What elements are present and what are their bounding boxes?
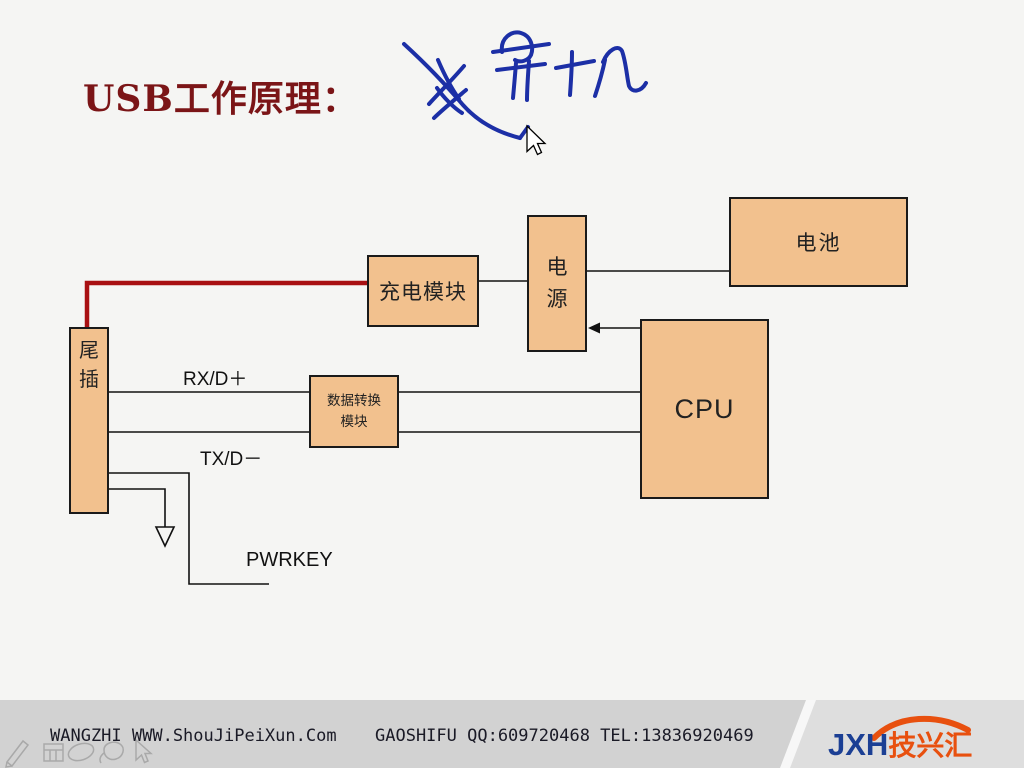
- footer-logo-section: [789, 700, 1024, 768]
- pencil-icon[interactable]: [5, 739, 30, 768]
- annotation-toolbar: [5, 738, 153, 768]
- wire-label-tx: TX/D－: [200, 449, 263, 470]
- cursor-tool-icon[interactable]: [135, 738, 153, 764]
- box-charge-module: 充电模块: [367, 255, 479, 327]
- brand-logo: JXH技兴汇: [828, 708, 1018, 764]
- footer-bar: WANGZHI WWW.ShouJiPeiXun.Com GAOSHIFU QQ…: [0, 700, 1024, 768]
- logo-cjk-text: 技兴汇: [888, 730, 973, 761]
- box-cpu-label: CPU: [674, 393, 735, 424]
- box-data-converter: 数据转换模块: [309, 375, 399, 448]
- highlight-wire-red: [84, 280, 367, 327]
- box-tail-plug: 尾插: [69, 327, 109, 514]
- box-battery: 电池: [729, 197, 908, 287]
- lasso-icon[interactable]: [99, 741, 124, 764]
- box-power: 电源: [527, 215, 587, 352]
- handwritten-annotation: [402, 30, 648, 140]
- page-title: USB工作原理：: [83, 78, 359, 120]
- box-battery-label: 电池: [795, 232, 842, 255]
- logo-swoosh-icon: [871, 715, 971, 741]
- board-icon[interactable]: [43, 743, 64, 762]
- footer-contact-text: GAOSHIFU QQ:609720468 TEL:13836920469: [375, 726, 754, 746]
- wire-label-pwrkey: PWRKEY: [246, 549, 333, 571]
- box-power-label: 电源: [546, 256, 568, 311]
- ellipse-icon[interactable]: [66, 740, 96, 763]
- ground-arrow: [154, 526, 176, 548]
- footer-website-text: WANGZHI WWW.ShouJiPeiXun.Com: [50, 726, 337, 746]
- box-data-converter-label: 数据转换模块: [327, 393, 381, 429]
- box-charge-module-label: 充电模块: [379, 281, 467, 304]
- logo-latin-text: JXH: [828, 727, 889, 762]
- box-cpu: CPU: [640, 319, 769, 499]
- wire-label-rx: RX/D＋: [183, 369, 248, 390]
- box-tail-plug-label: 尾插: [79, 340, 99, 391]
- mouse-cursor: [526, 124, 547, 156]
- arrowhead-cpu-to-power: [588, 322, 600, 334]
